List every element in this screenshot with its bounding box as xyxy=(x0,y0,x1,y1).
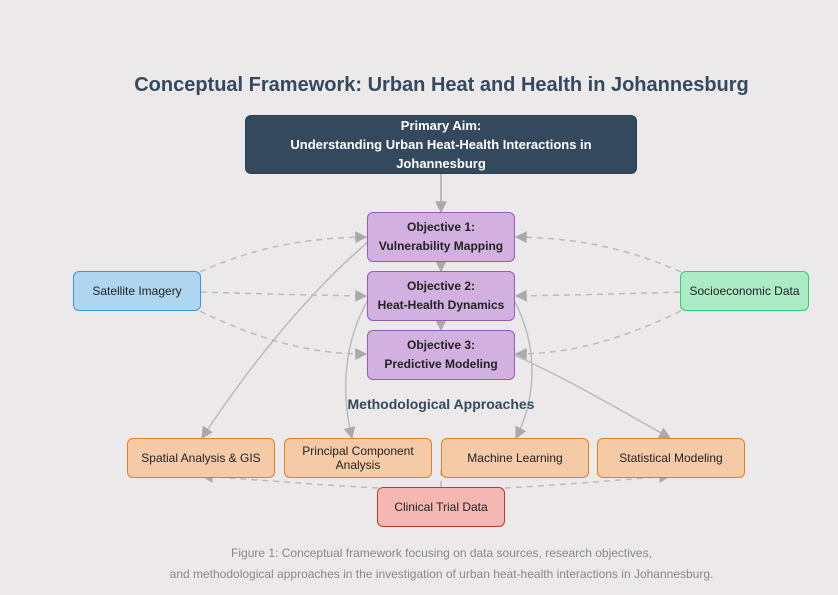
edge-obj2-ml xyxy=(513,299,533,440)
edge-obj1-spatial xyxy=(201,241,369,440)
edge-obj2-pca xyxy=(343,299,369,440)
edge-sat-obj1 xyxy=(199,231,368,273)
primary-aim-text: Understanding Urban Heat-Health Interact… xyxy=(290,137,592,171)
method-pca-box: Principal Component Analysis xyxy=(284,438,432,478)
edge-obj3-stat xyxy=(513,354,672,439)
socioeconomic-data-box: Socioeconomic Data xyxy=(680,271,809,311)
objective-1-box: Objective 1: Vulnerability Mapping xyxy=(367,212,515,262)
caption-line-2: and methodological approaches in the inv… xyxy=(169,567,714,581)
objective-2-text: Heat-Health Dynamics xyxy=(377,298,505,312)
method-ml-box: Machine Learning xyxy=(441,438,589,478)
objective-3-label: Objective 3: xyxy=(406,338,476,352)
edge-soc-obj1 xyxy=(514,231,682,273)
objective-3-text: Predictive Modeling xyxy=(384,357,498,371)
objective-1-label: Objective 1: xyxy=(406,220,476,234)
figure-caption: Figure 1: Conceptual framework focusing … xyxy=(0,543,838,585)
method-statistical-box: Statistical Modeling xyxy=(597,438,745,478)
edge-soc-obj3 xyxy=(514,310,682,360)
diagram-title: Conceptual Framework: Urban Heat and Hea… xyxy=(134,74,749,96)
caption-line-1: Figure 1: Conceptual framework focusing … xyxy=(231,546,652,560)
edge-sat-obj2 xyxy=(200,289,368,302)
satellite-imagery-box: Satellite Imagery xyxy=(73,271,201,311)
primary-aim-box: Primary Aim: Understanding Urban Heat-He… xyxy=(245,115,637,174)
edge-sat-obj3 xyxy=(199,310,368,360)
primary-aim-label: Primary Aim: xyxy=(400,118,482,133)
method-spatial-box: Spatial Analysis & GIS xyxy=(127,438,275,478)
objective-2-box: Objective 2: Heat-Health Dynamics xyxy=(367,271,515,321)
clinical-trial-data-box: Clinical Trial Data xyxy=(377,487,505,527)
objective-3-box: Objective 3: Predictive Modeling xyxy=(367,330,515,380)
objective-1-text: Vulnerability Mapping xyxy=(378,239,504,253)
methods-heading: Methodological Approaches xyxy=(347,396,535,412)
objective-2-label: Objective 2: xyxy=(406,279,476,293)
edge-soc-obj2 xyxy=(514,289,681,302)
